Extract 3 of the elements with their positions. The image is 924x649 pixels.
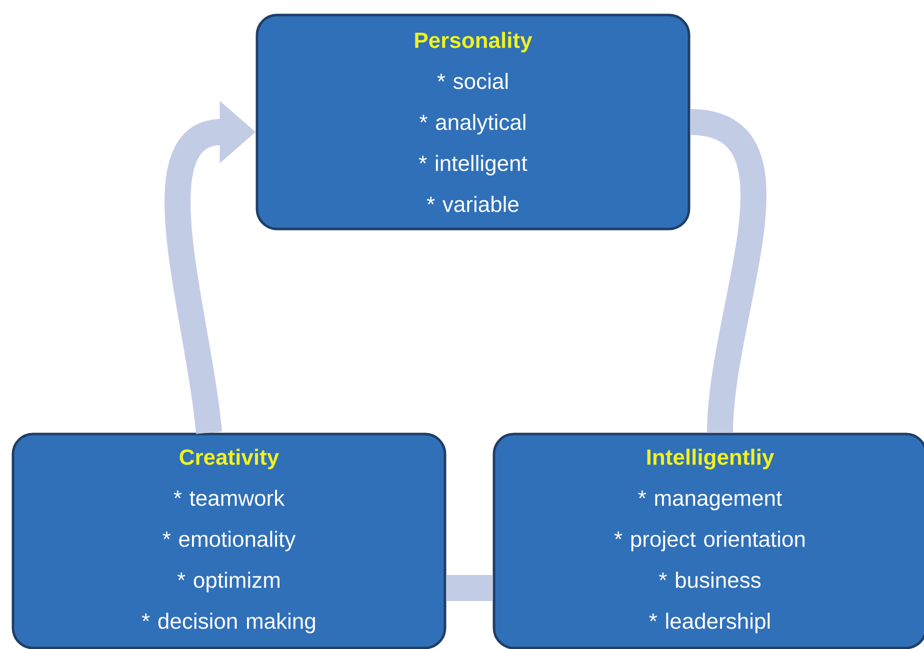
- process-box: Creativity * teamwork * emotionality * optimizm * decision making: [12, 432, 446, 649]
- process-box: Personality * social * analytical * intelligent * variable: [256, 14, 690, 230]
- process-box: Intelligentliy * management * project orientation * business * leadershipl: [492, 432, 924, 649]
